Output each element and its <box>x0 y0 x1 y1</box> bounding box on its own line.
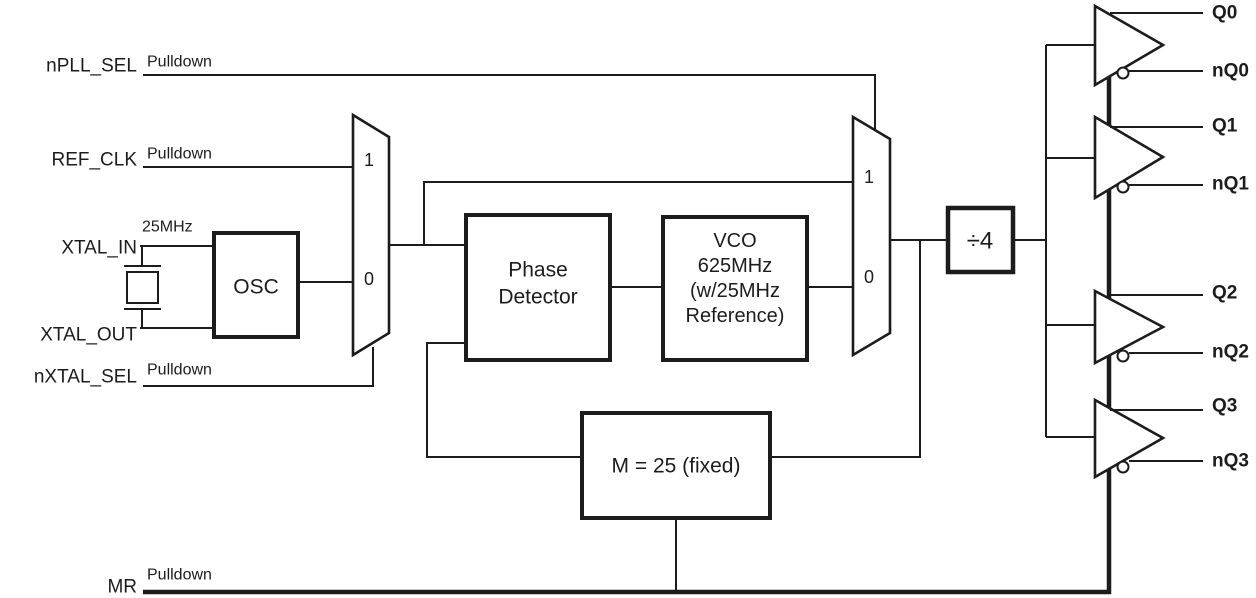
bypass-mux <box>851 114 892 358</box>
output-label-q2: Q2 <box>1212 283 1237 304</box>
phase-detector-label-line1: Phase <box>508 259 568 282</box>
vco-label-line1: VCO <box>713 230 756 252</box>
port-label-mr: MR <box>107 577 137 598</box>
output-buffer-q1 <box>1093 114 1166 201</box>
output-label-q1: Q1 <box>1212 116 1238 137</box>
port-label-xtal-in: XTAL_IN <box>61 238 137 259</box>
feedback-divider-block <box>580 411 772 520</box>
inverter-bubble-q0 <box>1116 66 1130 80</box>
bypass-mux-port0-label: 0 <box>864 267 874 287</box>
output-label-nq0: nQ0 <box>1212 61 1249 82</box>
wire-pll-bypass <box>423 181 853 245</box>
wire-nxtal-sel <box>143 347 374 387</box>
output-label-q3: Q3 <box>1212 396 1237 417</box>
osc-block <box>212 231 300 339</box>
wire-clock-distribution <box>1045 44 1097 438</box>
output-buffer-q2 <box>1093 288 1166 366</box>
pulldown-note-mr: Pulldown <box>147 567 212 584</box>
inverter-bubble-q3 <box>1116 460 1130 474</box>
inverter-bubble-q2 <box>1116 349 1130 363</box>
port-label-ref-clk: REF_CLK <box>51 150 137 171</box>
phase-detector-block <box>464 213 612 362</box>
input-mux-port0-label: 0 <box>364 269 374 289</box>
input-mux <box>351 112 391 358</box>
divide-by-4-label: ÷4 <box>967 228 994 255</box>
output-buffer-q3 <box>1093 397 1166 480</box>
crystal-icon <box>124 265 161 310</box>
osc-label: OSC <box>233 276 279 299</box>
wire-feedback-return <box>426 342 582 458</box>
port-label-npll-sel: nPLL_SEL <box>46 56 137 77</box>
input-mux-port1-label: 1 <box>364 150 374 170</box>
output-label-nq1: nQ1 <box>1212 174 1249 195</box>
vco-label-line4: Reference) <box>686 305 785 327</box>
vco-label-line3: (w/25MHz <box>690 280 780 302</box>
wire-feedback-tap <box>770 240 921 458</box>
phase-detector-label-line2: Detector <box>498 286 577 309</box>
output-label-nq2: nQ2 <box>1212 342 1249 363</box>
bypass-mux-port1-label: 1 <box>864 167 874 187</box>
vco-label-line2: 625MHz <box>698 255 772 277</box>
frequency-note-xtal: 25MHz <box>142 219 193 236</box>
port-label-nxtal-sel: nXTAL_SEL <box>34 367 137 388</box>
pulldown-note-npll-sel: Pulldown <box>147 54 212 71</box>
wire-mr-rail <box>143 77 1112 595</box>
wire-npll-sel <box>143 74 876 131</box>
inverter-bubble-q1 <box>1116 180 1130 194</box>
port-label-xtal-out: XTAL_OUT <box>40 325 137 346</box>
vco-block <box>661 215 809 362</box>
pulldown-note-nxtal-sel: Pulldown <box>147 362 212 379</box>
output-buffer-q0 <box>1093 3 1166 88</box>
output-label-q0: Q0 <box>1212 3 1237 24</box>
feedback-divider-label: M = 25 (fixed) <box>612 455 741 478</box>
divide-by-4-block <box>945 205 1016 275</box>
pulldown-note-ref-clk: Pulldown <box>147 146 212 163</box>
output-label-nq3: nQ3 <box>1212 451 1249 472</box>
